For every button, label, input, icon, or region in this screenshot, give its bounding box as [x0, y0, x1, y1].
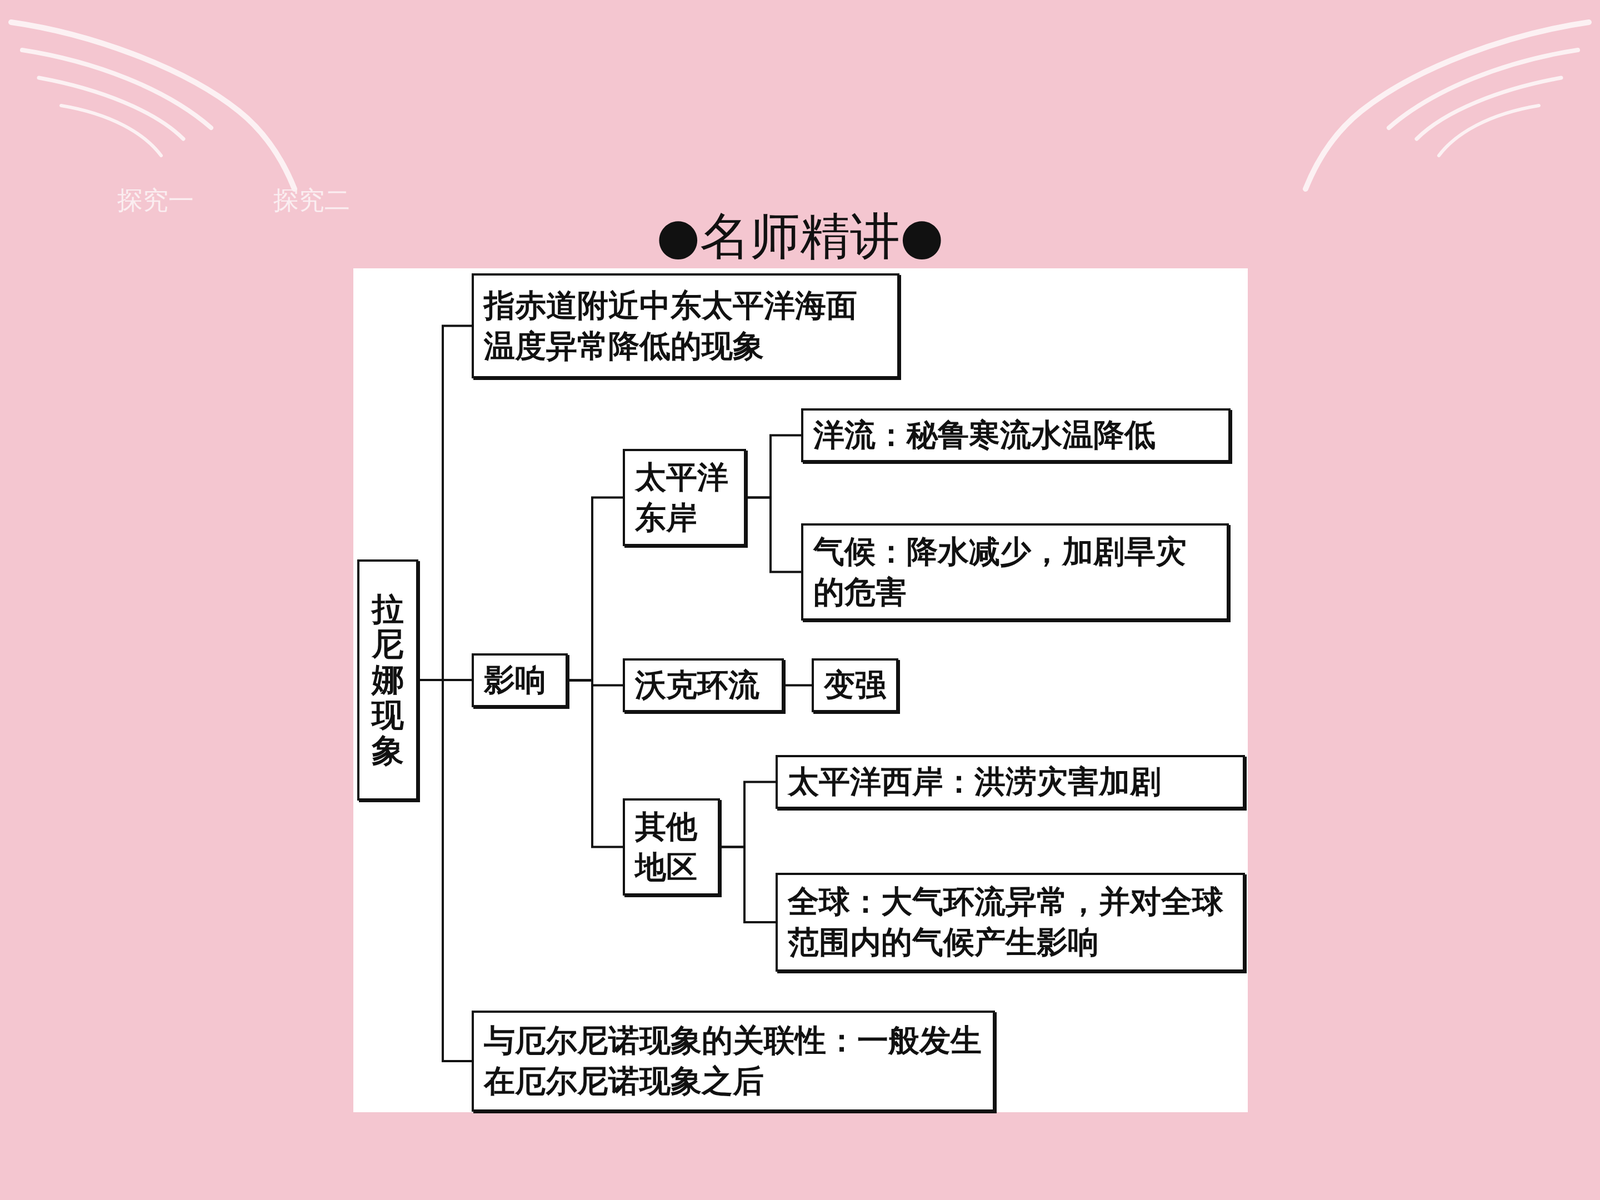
concept-box: 其他地区 [622, 798, 720, 896]
concept-box: 气候：降水减少，加剧旱灾的危害 [801, 523, 1229, 621]
box-text: 太平洋东岸 [635, 457, 734, 539]
concept-box: 指赤道附近中东太平洋海面温度异常降低的现象 [471, 273, 900, 379]
box-text: 与厄尔尼诺现象的关联性：一般发生在厄尔尼诺现象之后 [483, 1020, 983, 1102]
root-box: 拉尼娜现象 [357, 559, 419, 801]
box-text: 沃克环流 [635, 665, 760, 706]
concept-box: 影响 [471, 653, 568, 708]
bracket-connector [783, 683, 812, 687]
concept-box: 沃克环流 [622, 658, 784, 713]
bracket-connector [418, 680, 472, 1062]
box-text: 其他地区 [635, 806, 708, 888]
bracket-connector [418, 326, 472, 681]
box-text: 影响 [483, 660, 547, 701]
concept-box: 变强 [811, 658, 899, 713]
box-text: 拉尼娜现象 [371, 591, 404, 769]
concept-box: 洋流：秘鲁寒流水温降低 [801, 408, 1231, 463]
bracket-connector [746, 435, 802, 498]
box-text: 变强 [823, 665, 887, 706]
slide-title: ●名师精讲● [0, 202, 1600, 271]
concept-box: 全球：大气环流异常，并对全球范围内的气候产生影响 [775, 872, 1245, 972]
bracket-connector [720, 847, 776, 923]
box-text: 太平洋西岸：洪涝灾害加剧 [787, 761, 1162, 803]
nav-tab: 探究一 [117, 183, 194, 218]
bracket-connector [567, 497, 623, 681]
box-text: 全球：大气环流异常，并对全球范围内的气候产生影响 [787, 881, 1233, 963]
nav-tab: 探究二 [273, 183, 350, 218]
box-text: 洋流：秘鲁寒流水温降低 [813, 415, 1156, 456]
box-text: 指赤道附近中东太平洋海面温度异常降低的现象 [483, 285, 888, 367]
box-text: 气候：降水减少，加剧旱灾的危害 [813, 531, 1217, 613]
concept-box: 太平洋西岸：洪涝灾害加剧 [775, 755, 1245, 809]
bracket-connector [720, 782, 776, 848]
concept-box: 太平洋东岸 [622, 448, 747, 547]
concept-box: 与厄尔尼诺现象的关联性：一般发生在厄尔尼诺现象之后 [471, 1010, 995, 1112]
bracket-connector [746, 497, 802, 573]
bracket-connector [567, 680, 623, 847]
